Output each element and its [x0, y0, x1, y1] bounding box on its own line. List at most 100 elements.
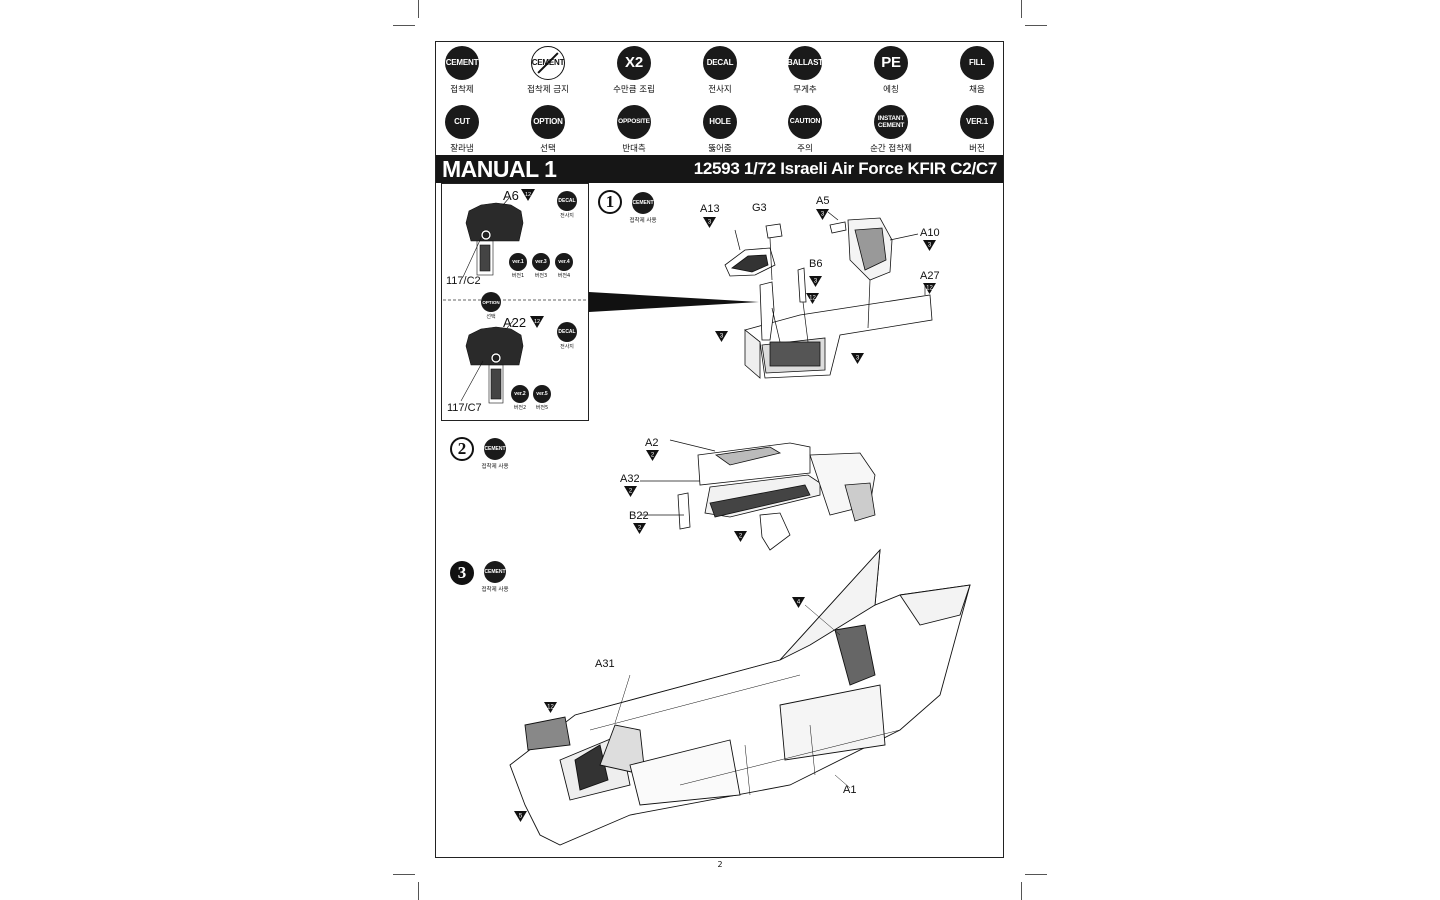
- legend-option: OPTION 선택: [518, 105, 578, 154]
- inset-drawings: [443, 197, 587, 404]
- crop-mark: [393, 874, 415, 875]
- version-badge: ver.1 버전1: [507, 253, 529, 279]
- decal-ref-c2: 117/C2: [446, 275, 481, 287]
- decal-badge-lower: DECAL 전사지: [555, 322, 579, 350]
- legend-version: VER.1 버전: [947, 105, 1007, 154]
- svg-text:2: 2: [651, 453, 655, 459]
- svg-text:4: 4: [797, 600, 801, 606]
- kit-title: 12593 1/72 Israeli Air Force KFIR C2/C7: [693, 159, 998, 178]
- color-marker: 2: [734, 531, 747, 542]
- legend-ballast: BALLAST 무게추: [775, 46, 835, 95]
- version-icon: VER.1: [960, 105, 994, 139]
- part-label-g3: G3: [752, 202, 767, 214]
- crop-mark: [418, 0, 419, 18]
- legend-cement: CEMENT 접착제: [432, 46, 492, 95]
- opposite-icon: OPPOSITE: [617, 105, 651, 139]
- svg-text:12: 12: [809, 296, 816, 302]
- svg-text:2: 2: [629, 489, 633, 495]
- svg-text:12: 12: [534, 319, 540, 325]
- color-marker: 3: [715, 331, 728, 342]
- decal-badge-upper: DECAL 전사지: [555, 191, 579, 219]
- color-marker: 3: [816, 209, 829, 220]
- part-label-a22: A22: [503, 315, 527, 330]
- instrument-panel-c2-drawing: [465, 202, 524, 276]
- ballast-icon: BALLAST: [787, 46, 823, 80]
- color-marker: 12: [544, 702, 557, 713]
- part-label-a27: A27: [920, 270, 940, 282]
- manual-title: MANUAL 1: [442, 156, 557, 182]
- svg-text:5: 5: [519, 814, 523, 820]
- hole-icon: HOLE: [703, 105, 737, 139]
- svg-text:2: 2: [739, 534, 743, 540]
- instruction-sheet: [435, 41, 1004, 858]
- color-marker: 5: [514, 811, 527, 822]
- legend-no-cement: CEMENT 접착제 금지: [518, 46, 578, 95]
- color-marker: 12: [923, 283, 936, 294]
- legend-fill: FILL 채움: [947, 46, 1007, 95]
- color-marker: 12: [521, 189, 535, 201]
- no-cement-icon: CEMENT: [531, 46, 565, 80]
- title-bar: MANUAL 1 12593 1/72 Israeli Air Force KF…: [436, 155, 1003, 183]
- option-badge: OPTION 선택: [479, 292, 503, 320]
- svg-text:12: 12: [525, 192, 531, 198]
- legend-cut: CUT 잘라냄: [432, 105, 492, 154]
- svg-text:12: 12: [926, 286, 933, 292]
- version-badge: ver.3 버전3: [530, 253, 552, 279]
- cement-badge: CEMENT 접착제 사용: [475, 438, 515, 470]
- color-marker: 3: [851, 353, 864, 364]
- svg-text:3: 3: [821, 212, 825, 218]
- part-label-a1: A1: [843, 784, 857, 796]
- cement-badge: CEMENT 접착제 사용: [623, 192, 663, 224]
- instant-cement-icon: INSTANT CEMENT: [874, 105, 908, 139]
- cement-badge: CEMENT 접착제 사용: [475, 561, 515, 593]
- crop-mark: [393, 25, 415, 26]
- caution-icon: CAUTION: [788, 105, 822, 139]
- version-badge: ver.4 버전4: [553, 253, 575, 279]
- svg-text:3: 3: [720, 334, 724, 340]
- step-number: 2: [450, 437, 474, 461]
- step2-cockpit-drawing: [640, 439, 876, 551]
- part-label-a32: A32: [620, 473, 640, 485]
- color-marker: 12: [806, 293, 819, 304]
- step1-cockpit-drawing: [724, 211, 933, 379]
- step-number: 1: [598, 190, 622, 214]
- legend-decal: DECAL 전사지: [690, 46, 750, 95]
- crop-mark: [1021, 0, 1022, 18]
- color-marker: 3: [923, 240, 936, 251]
- fill-icon: FILL: [960, 46, 994, 80]
- color-marker: 12: [530, 316, 544, 328]
- crop-mark: [418, 882, 419, 900]
- svg-text:12: 12: [547, 705, 554, 711]
- legend-pe: PE 에칭: [861, 46, 921, 95]
- svg-text:3: 3: [928, 243, 932, 249]
- part-label-a31: A31: [595, 658, 615, 670]
- cut-icon: CUT: [445, 105, 479, 139]
- part-label-a13: A13: [700, 203, 720, 215]
- crop-mark: [1021, 882, 1022, 900]
- legend-x2: X2 수만큼 조립: [604, 46, 664, 95]
- callout-wedge: [589, 292, 759, 312]
- legend-opposite: OPPOSITE 반대측: [604, 105, 664, 154]
- part-label-a6: A6: [503, 188, 519, 203]
- color-marker: 4: [792, 597, 805, 608]
- color-marker: 2: [633, 523, 646, 534]
- option-icon: OPTION: [531, 105, 565, 139]
- page-number: 2: [717, 860, 723, 869]
- color-marker: 2: [646, 450, 659, 461]
- svg-text:3: 3: [708, 220, 712, 226]
- version-badge: ver.2 버전2: [509, 385, 531, 411]
- decal-icon: DECAL: [703, 46, 737, 80]
- legend-caution: CAUTION 주의: [775, 105, 835, 154]
- step-number: 3: [450, 561, 474, 585]
- color-marker: 3: [809, 276, 822, 287]
- svg-text:3: 3: [856, 356, 860, 362]
- part-label-b22: B22: [629, 510, 649, 522]
- crop-mark: [1025, 25, 1047, 26]
- part-label-a5: A5: [816, 195, 830, 207]
- part-label-a10: A10: [920, 227, 940, 239]
- decal-ref-c7: 117/C7: [447, 402, 482, 414]
- instrument-panel-c7-drawing: [465, 326, 524, 404]
- legend-instant-cement: INSTANT CEMENT 순간 접착제: [861, 105, 921, 154]
- version-badge: ver.5 버전5: [531, 385, 553, 411]
- photo-etch-icon: PE: [874, 46, 908, 80]
